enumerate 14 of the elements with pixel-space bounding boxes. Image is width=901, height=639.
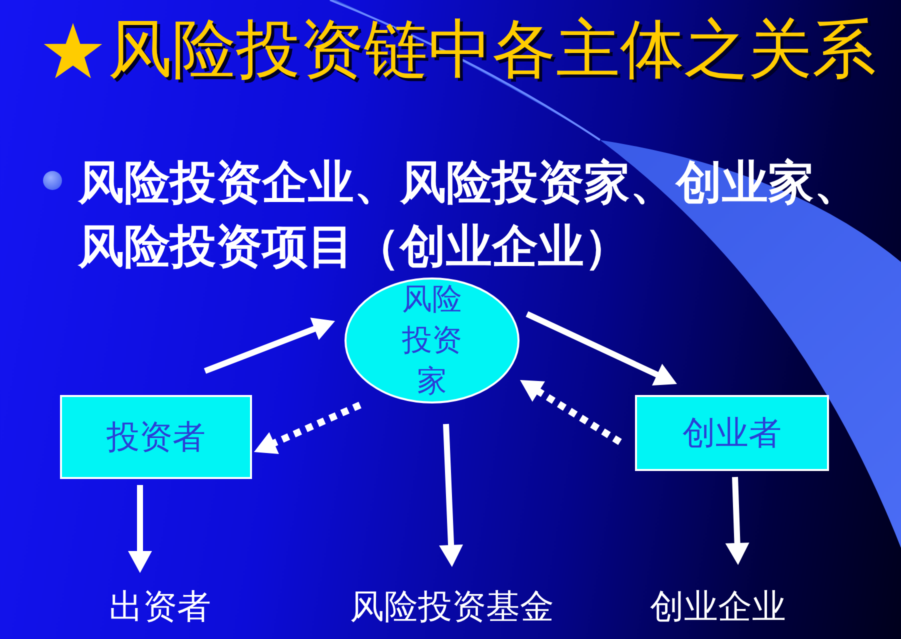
outcome-label: 风险投资基金 xyxy=(327,584,577,630)
arrow xyxy=(128,485,152,573)
outcome-label: 出资者 xyxy=(90,584,230,630)
slide-title: 风险投资链中各主体之关系 xyxy=(108,12,876,89)
dotted-arrow xyxy=(254,402,362,454)
entity-ellipse: 风险投资家 xyxy=(344,277,520,404)
arrow xyxy=(439,424,464,567)
arrow xyxy=(526,311,677,386)
outcome-label: 创业企业 xyxy=(623,584,813,630)
entity-box: 创业者 xyxy=(635,395,829,471)
arrow xyxy=(725,476,750,565)
entity-box: 投资者 xyxy=(60,395,252,479)
arrow xyxy=(204,318,336,374)
dotted-arrow xyxy=(520,380,622,445)
